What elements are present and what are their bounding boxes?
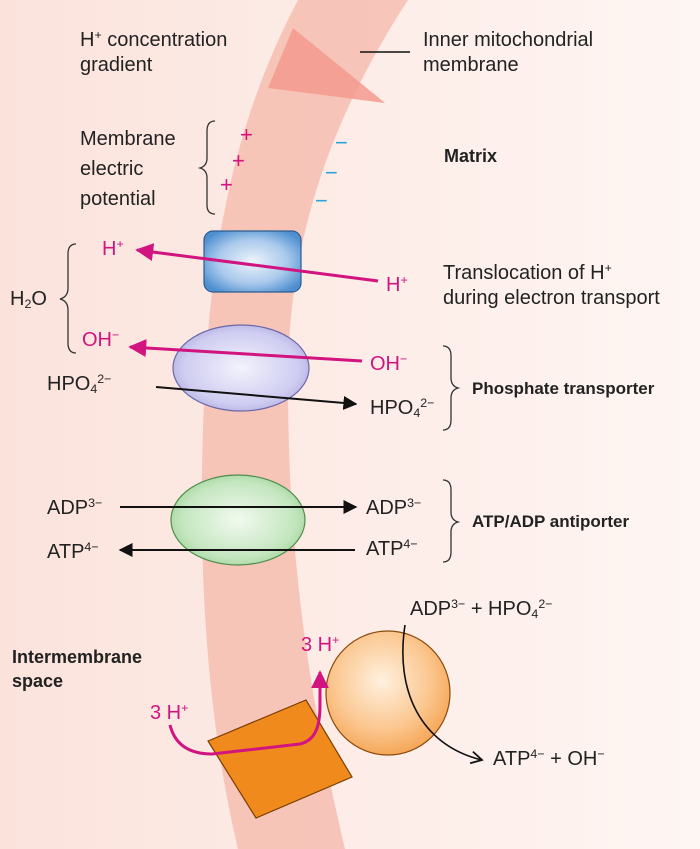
antiporter-label: ATP/ADP antiporter bbox=[472, 512, 630, 531]
intermembrane-line2: space bbox=[12, 671, 64, 692]
atp-adp-antiporter bbox=[170, 474, 306, 566]
inner-membrane-label: Inner mitochondrial membrane bbox=[423, 28, 593, 78]
h-gradient-h: H bbox=[80, 29, 95, 51]
adp-intermembrane-sup: 3− bbox=[407, 496, 422, 511]
synthase-output-atp-sup: 4− bbox=[530, 747, 545, 762]
translocation-line2: during electron transport bbox=[443, 287, 660, 309]
h2o-label: H2O bbox=[10, 287, 47, 313]
matrix-label: Matrix bbox=[444, 146, 498, 166]
three-h-matrix-label: 3 H+ bbox=[301, 633, 339, 658]
synthase-output-oh-sup: − bbox=[597, 747, 605, 762]
oh-transport-arrow bbox=[128, 338, 363, 363]
translocation-line1: Translocation of H bbox=[443, 262, 605, 284]
atp-matrix-sup: 4− bbox=[84, 540, 99, 555]
h2o-o: O bbox=[31, 288, 47, 310]
oh-ion-intermembrane-sup: − bbox=[400, 352, 408, 367]
oh-ion-matrix-text: OH bbox=[82, 329, 112, 351]
adp-matrix-label: ADP3− bbox=[47, 496, 102, 521]
membrane-potential-line1: Membrane bbox=[80, 128, 176, 150]
minus-charge-symbol: − bbox=[335, 130, 348, 155]
three-h-intermembrane-text: 3 H bbox=[150, 702, 182, 724]
h-gradient-triangle bbox=[268, 28, 385, 103]
phosphate-intermembrane-text: HPO bbox=[370, 397, 414, 419]
h-ion-matrix-label: H+ bbox=[102, 237, 124, 262]
membrane-potential-brace bbox=[197, 120, 216, 215]
synthase-output-oh: + OH bbox=[544, 748, 598, 770]
electron-transport-complex bbox=[203, 230, 302, 293]
phosphate-brace bbox=[442, 345, 461, 431]
h-ion-matrix-text: H bbox=[102, 238, 117, 260]
h-translocation-arrow bbox=[135, 243, 379, 283]
minus-charge-symbol: − bbox=[315, 188, 328, 213]
atp-synthesis-arrow bbox=[402, 624, 484, 765]
phosphate-matrix-sup: 2− bbox=[97, 372, 112, 387]
intermembrane-space-label: Intermembrane space bbox=[12, 645, 142, 694]
h-ion-matrix-sup: + bbox=[116, 237, 124, 252]
h-gradient-line2: gradient bbox=[80, 54, 153, 76]
h2o-sub: 2 bbox=[24, 297, 32, 312]
h-ion-intermembrane-sup: + bbox=[400, 273, 408, 288]
adp-matrix-text: ADP bbox=[47, 497, 89, 519]
oh-ion-intermembrane-text: OH bbox=[370, 353, 400, 375]
oh-ion-matrix-label: OH− bbox=[82, 328, 119, 353]
membrane-potential-line2: electric bbox=[80, 158, 144, 180]
phosphate-matrix-label: HPO42− bbox=[47, 372, 111, 398]
inner-membrane-band bbox=[201, 0, 408, 849]
h2o-h: H bbox=[10, 288, 25, 310]
adp-matrix-sup: 3− bbox=[88, 496, 103, 511]
h-ion-intermembrane-label: H+ bbox=[386, 273, 408, 298]
atp-intermembrane-text: ATP bbox=[366, 538, 404, 560]
phosphate-intermembrane-sub: 4 bbox=[413, 406, 421, 421]
three-h-intermembrane-label: 3 H+ bbox=[150, 701, 188, 726]
phosphate-matrix-text: HPO bbox=[47, 373, 91, 395]
inner-membrane-line2: membrane bbox=[423, 54, 519, 76]
membrane-potential-line3: potential bbox=[80, 188, 156, 210]
synthase-proton-path bbox=[168, 670, 329, 756]
synthase-input-adp-sup: 3− bbox=[451, 597, 466, 612]
phosphate-transporter bbox=[172, 324, 310, 412]
adp-intermembrane-label: ADP3− bbox=[366, 496, 421, 521]
minus-charge-symbol: − bbox=[325, 160, 338, 185]
h-gradient-sup: + bbox=[94, 28, 102, 43]
three-h-matrix-sup: + bbox=[332, 633, 340, 648]
h-gradient-rest: concentration bbox=[101, 29, 228, 51]
atp-matrix-text: ATP bbox=[47, 541, 85, 563]
translocation-sup: + bbox=[604, 261, 612, 276]
plus-charge-symbol: + bbox=[240, 122, 253, 147]
inner-membrane-line1: Inner mitochondrial bbox=[423, 29, 594, 51]
atp-intermembrane-label: ATP4− bbox=[366, 537, 418, 562]
synthase-input-label: ADP3− + HPO42− bbox=[410, 597, 552, 623]
phosphate-transporter-label: Phosphate transporter bbox=[472, 379, 655, 398]
h-ion-intermembrane-text: H bbox=[386, 274, 401, 296]
synthase-input-sup: 2− bbox=[538, 597, 553, 612]
h2o-brace bbox=[59, 243, 77, 354]
translocation-label: Translocation of H+ during electron tran… bbox=[443, 261, 660, 311]
h-gradient-label: H+ concentration gradient bbox=[80, 28, 227, 78]
synthase-output-label: ATP4− + OH− bbox=[493, 747, 605, 772]
antiporter-brace bbox=[442, 479, 461, 563]
phosphate-intermembrane-sup: 2− bbox=[420, 396, 435, 411]
intermembrane-line1: Intermembrane bbox=[12, 647, 143, 667]
three-h-intermembrane-sup: + bbox=[181, 701, 189, 716]
oh-ion-intermembrane-label: OH− bbox=[370, 352, 407, 377]
oh-ion-matrix-sup: − bbox=[112, 328, 120, 343]
three-h-matrix-text: 3 H bbox=[301, 634, 333, 656]
adp-intermembrane-text: ADP bbox=[366, 497, 408, 519]
synthase-output-atp: ATP bbox=[493, 748, 531, 770]
plus-charge-symbol: + bbox=[220, 172, 233, 197]
phosphate-intermembrane-label: HPO42− bbox=[370, 396, 434, 422]
atp-intermembrane-sup: 4− bbox=[403, 537, 418, 552]
membrane-potential-label: Membrane electric potential bbox=[80, 124, 176, 214]
synthase-input-adp: ADP bbox=[410, 598, 452, 620]
phosphate-transport-arrow bbox=[155, 386, 358, 410]
phosphate-matrix-sub: 4 bbox=[90, 382, 98, 397]
atp-matrix-label: ATP4− bbox=[47, 540, 99, 565]
plus-charge-symbol: + bbox=[232, 148, 245, 173]
synthase-input-sub: 4 bbox=[531, 607, 539, 622]
synthase-input-hpo: + HPO bbox=[465, 598, 532, 620]
atp-synthase-head bbox=[325, 630, 451, 756]
